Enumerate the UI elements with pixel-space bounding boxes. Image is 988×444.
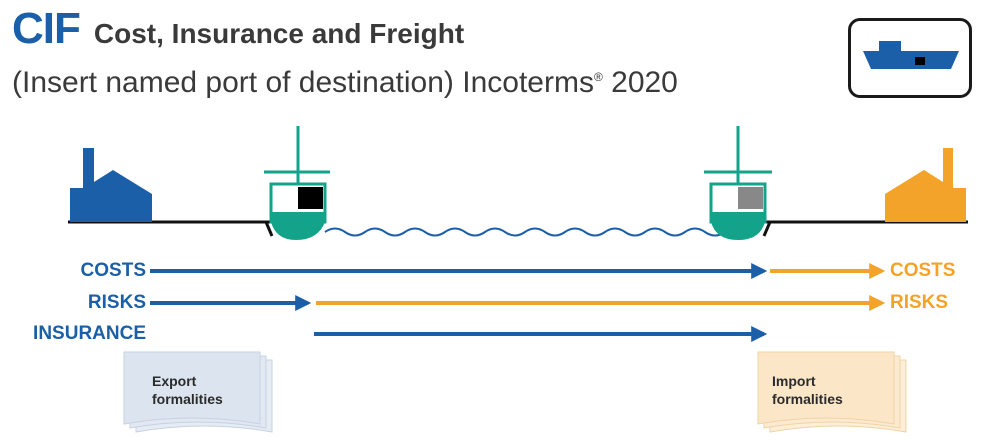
risks-label-buyer: RISKS xyxy=(890,292,949,313)
costs-label-buyer: COSTS xyxy=(890,260,956,281)
subtitle-year: 2020 xyxy=(602,66,678,99)
discharge-ship-icon xyxy=(704,126,772,240)
export-line-1: Export xyxy=(152,373,197,389)
sea-wave-icon xyxy=(324,227,726,237)
export-line-2: formalities xyxy=(152,391,223,407)
export-documents-icon xyxy=(123,351,273,433)
costs-label-seller: COSTS xyxy=(80,260,146,281)
ship-badge-icon xyxy=(863,41,959,69)
title: CIF Cost, Insurance and Freight xyxy=(12,4,464,54)
registered-mark: ® xyxy=(593,70,603,84)
insurance-label: INSURANCE xyxy=(33,323,146,344)
destination-quay-edge xyxy=(762,221,772,237)
origin-quay-edge xyxy=(264,221,274,237)
ship-badge xyxy=(848,18,972,98)
import-line-1: Import xyxy=(772,373,816,389)
term-full-name: Cost, Insurance and Freight xyxy=(93,18,465,49)
import-formalities-text: Import formalities xyxy=(772,372,843,408)
subtitle: (Insert named port of destination) Incot… xyxy=(12,66,678,100)
export-formalities-text: Export formalities xyxy=(152,372,223,408)
import-line-2: formalities xyxy=(772,391,843,407)
buyer-factory-icon xyxy=(885,148,966,222)
term-abbreviation: CIF xyxy=(12,4,81,53)
loading-ship-icon xyxy=(264,126,330,240)
subtitle-text: (Insert named port of destination) Incot… xyxy=(12,66,594,99)
import-documents-icon xyxy=(757,351,907,433)
seller-factory-icon xyxy=(70,148,152,222)
risks-label-seller: RISKS xyxy=(87,292,146,313)
